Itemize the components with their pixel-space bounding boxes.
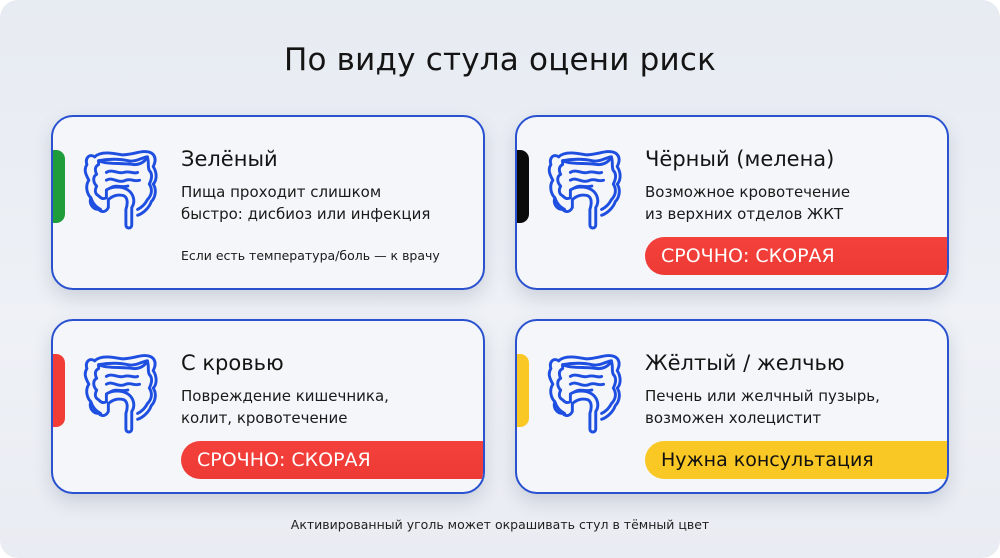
description-line: быстро: дисбиоз или инфекция	[181, 205, 431, 223]
description-line: из верхних отделов ЖКТ	[645, 205, 844, 223]
description-line: колит, кровотечение	[181, 409, 348, 427]
intestine-icon	[83, 354, 158, 434]
card-description: Пища проходит слишком быстро: дисбиоз ил…	[181, 181, 481, 225]
card-description: Повреждение кишечника, колит, кровотечен…	[181, 385, 481, 429]
card-description: Возможное кровотечение из верхних отдело…	[645, 181, 945, 225]
color-stripe-red	[53, 354, 65, 427]
description-line: Повреждение кишечника,	[181, 387, 389, 405]
card-blood: С кровью Повреждение кишечника, колит, к…	[51, 319, 485, 494]
description-line: Пища проходит слишком	[181, 183, 382, 201]
card-title: Зелёный	[181, 147, 278, 171]
card-green: Зелёный Пища проходит слишком быстро: ди…	[51, 115, 485, 290]
urgent-badge: СРОЧНО: СКОРАЯ	[181, 441, 483, 479]
card-black: Чёрный (мелена) Возможное кровотечение и…	[515, 115, 949, 290]
color-stripe-yellow	[517, 354, 529, 427]
card-yellow: Жёлтый / желчью Печень или желчный пузыр…	[515, 319, 949, 494]
description-line: Печень или желчный пузырь,	[645, 387, 880, 405]
intestine-icon	[547, 354, 622, 434]
page-title: По виду стула оцени риск	[283, 42, 717, 78]
card-title: Жёлтый / желчью	[645, 351, 845, 375]
intestine-icon	[83, 150, 158, 230]
description-line: возможен холецистит	[645, 409, 822, 427]
intestine-icon	[547, 150, 622, 230]
description-line: Возможное кровотечение	[645, 183, 851, 201]
card-title: Чёрный (мелена)	[645, 147, 835, 171]
card-title: С кровью	[181, 351, 284, 375]
card-description: Печень или желчный пузырь, возможен холе…	[645, 385, 945, 429]
card-note: Если есть температура/боль — к врачу	[181, 248, 440, 263]
color-stripe-green	[53, 150, 65, 223]
consultation-badge: Нужна консультация	[645, 441, 947, 479]
color-stripe-black	[517, 150, 529, 223]
urgent-badge: СРОЧНО: СКОРАЯ	[645, 237, 947, 275]
footer-note: Активированный уголь может окрашивать ст…	[290, 517, 710, 532]
